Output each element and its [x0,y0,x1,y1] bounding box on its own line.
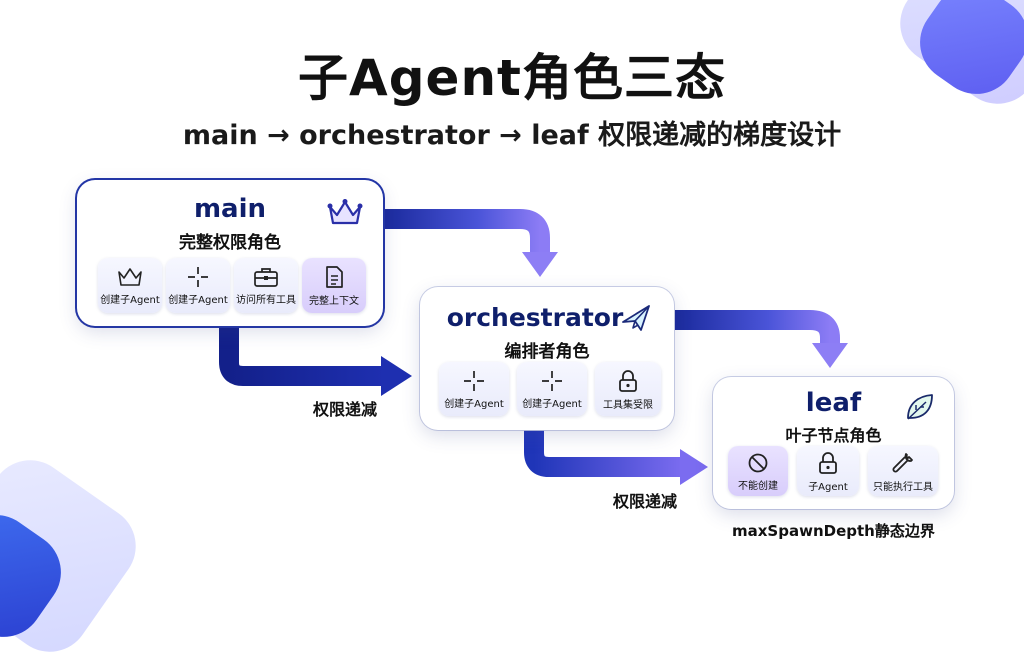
briefcase-icon [253,266,279,288]
node-orchestrator-name: orchestrator [446,303,624,332]
arrow-orchestrator-permission-reduce-head [680,449,708,485]
crosshair-icon [462,370,486,392]
orchestrator-capability-tile-1: 创建子Agent [439,362,509,416]
orchestrator-capability-label-1: 创建子Agent [444,399,504,410]
page-subtitle: main → orchestrator → leaf 权限递减的梯度设计 [182,120,842,151]
arrow-orchestrator-to-leaf [675,310,840,346]
flow-label-permission-reduce-1: 权限递减 [313,400,378,419]
node-main-card: main 完整权限角色 创建子Agent 创建子Agent 访问所有工具 [77,180,383,326]
main-capability-label-2: 创建子Agent [168,295,228,306]
document-icon [323,265,345,289]
node-orchestrator-card: orchestrator 编排者角色 创建子Agent 创建子Agent 工具集… [420,287,674,430]
leaf-capability-label-3: 只能执行工具 [873,482,933,493]
footer-max-spawn-depth: maxSpawnDepth静态边界 [732,522,935,540]
arrow-main-to-orchestrator [384,209,550,255]
crown-icon [327,198,363,232]
node-leaf-role: 叶子节点角色 [785,426,882,445]
main-capability-label-4: 完整上下文 [309,296,359,307]
crosshair-icon [186,266,210,288]
crosshair-icon [540,370,564,392]
wrench-icon [891,451,915,475]
node-main-name: main [193,194,267,224]
main-capability-tile-3: 访问所有工具 [234,258,298,313]
crown-icon [117,266,143,288]
orchestrator-capability-tile-2: 创建子Agent [517,362,587,416]
orchestrator-capability-label-2: 创建子Agent [522,399,582,410]
lock-icon [617,369,639,393]
node-leaf-name: leaf [805,388,862,418]
main-capability-tile-4: 完整上下文 [302,258,366,313]
leaf-capability-tile-1: 不能创建 [728,446,788,496]
leaf-capability-tile-2: 子Agent [797,446,859,496]
leaf-capability-label-1: 不能创建 [738,481,778,492]
arrow-orchestrator-permission-reduce [524,430,683,477]
paper-plane-icon [621,304,651,336]
leaf-icon [904,392,936,426]
leaf-capability-label-2: 子Agent [808,482,848,493]
connector-arrows [219,209,848,485]
node-leaf-card: leaf 叶子节点角色 不能创建 子Agent 只能执行工具 [713,377,954,509]
node-main-role: 完整权限角色 [179,233,281,253]
node-orchestrator-role: 编排者角色 [504,342,590,362]
orchestrator-capability-label-3: 工具集受限 [603,400,653,411]
arrow-main-permission-reduce [219,326,384,386]
lock-icon [817,451,839,475]
arrow-main-to-orchestrator-head [522,252,558,277]
orchestrator-capability-tile-3: 工具集受限 [595,362,661,416]
leaf-capability-tile-3: 只能执行工具 [868,446,938,496]
page-title: 子Agent角色三态 [298,49,726,107]
main-capability-tile-1: 创建子Agent [98,258,162,313]
arrow-main-permission-reduce-head [381,356,412,396]
main-capability-tile-2: 创建子Agent [166,258,230,313]
flow-label-permission-reduce-2: 权限递减 [613,492,678,511]
main-capability-label-1: 创建子Agent [100,295,160,306]
arrow-orchestrator-to-leaf-head [812,343,848,368]
main-capability-label-3: 访问所有工具 [236,295,296,306]
prohibited-icon [747,452,769,474]
